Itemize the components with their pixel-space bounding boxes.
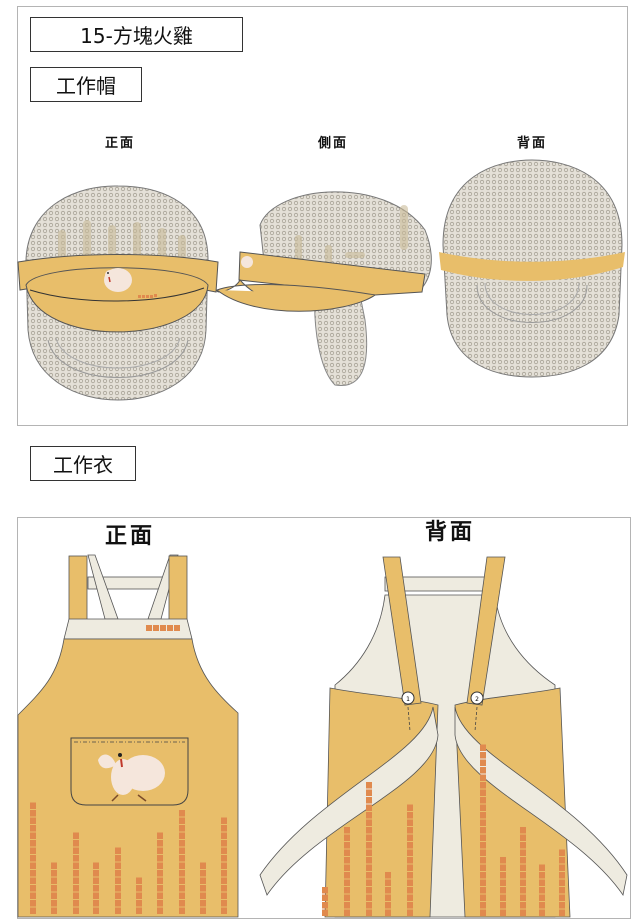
hat-front-label: 正面 xyxy=(104,136,135,151)
hat-side-illustration xyxy=(216,191,432,387)
hat-side-label: 側面 xyxy=(317,136,348,151)
document-title-box: 15-方塊火雞 xyxy=(30,17,243,52)
hat-front-illustration xyxy=(17,185,219,401)
hat-back-label: 背面 xyxy=(516,136,547,151)
hat-section-label: 工作帽 xyxy=(30,67,142,102)
apron-front-illustration xyxy=(17,554,239,918)
apron-front-label: 正面 xyxy=(104,524,155,549)
svg-text:2: 2 xyxy=(475,696,479,703)
button-1-icon: 1 xyxy=(401,691,415,705)
apron-section-label: 工作衣 xyxy=(30,446,136,481)
button-2-icon: 2 xyxy=(470,691,484,705)
turkey-icon xyxy=(98,753,165,802)
turkey-icon xyxy=(104,268,132,292)
hat-back-illustration xyxy=(439,159,625,378)
apron-back-label: 背面 xyxy=(424,520,475,545)
apron-back-illustration: 1 2 xyxy=(259,556,628,918)
svg-text:1: 1 xyxy=(406,696,410,703)
